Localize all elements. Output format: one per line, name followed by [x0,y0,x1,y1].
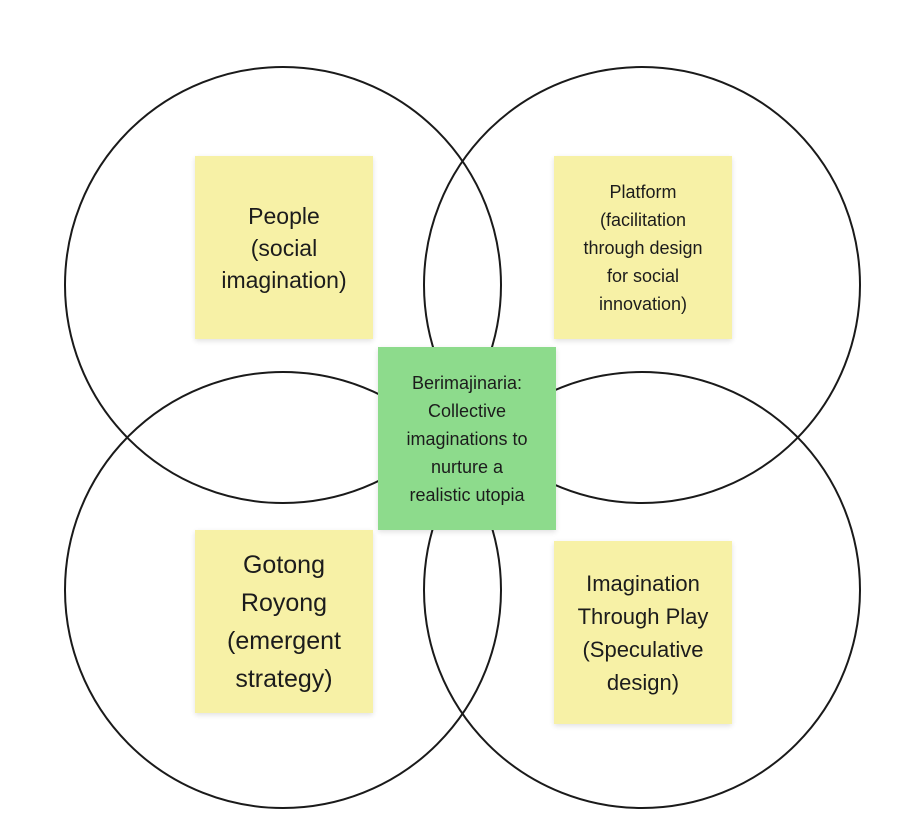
sticky-note-people[interactable]: People (social imagination) [195,156,373,339]
sticky-note-people-text: People (social imagination) [221,202,347,293]
sticky-note-gotong-royong-text: Gotong Royong (emergent strategy) [227,550,341,693]
sticky-note-imagination-through-play-text: Imagination Through Play (Speculative de… [577,570,709,695]
sticky-note-platform[interactable]: Platform (facilitation through design fo… [554,156,732,339]
circle-top-left [64,66,502,504]
sticky-note-berimajinaria-text: Berimajinaria: Collective imaginations t… [406,372,528,505]
circle-bottom-left [64,371,502,809]
sticky-note-imagination-through-play[interactable]: Imagination Through Play (Speculative de… [554,541,732,724]
sticky-note-berimajinaria[interactable]: Berimajinaria: Collective imaginations t… [378,347,556,530]
sticky-note-platform-text: Platform (facilitation through design fo… [583,181,703,314]
circle-top-right [423,66,861,504]
circle-bottom-right [423,371,861,809]
sticky-note-gotong-royong[interactable]: Gotong Royong (emergent strategy) [195,530,373,713]
